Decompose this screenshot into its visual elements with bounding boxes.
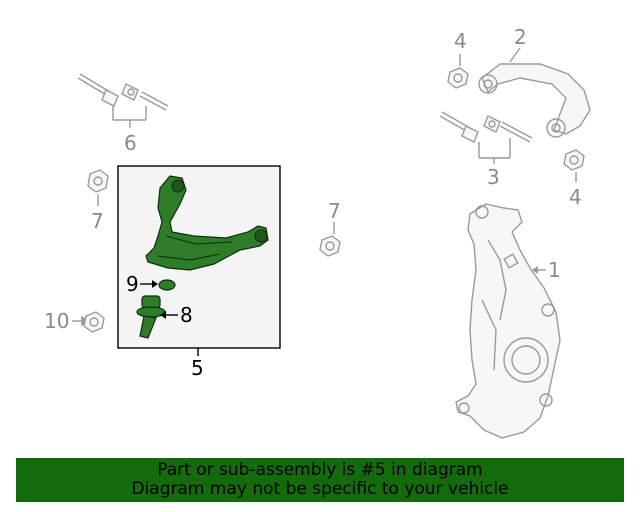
callout-7-mid: 7 bbox=[328, 199, 341, 223]
leader-8 bbox=[160, 311, 178, 319]
callout-2: 2 bbox=[514, 25, 527, 49]
nut-4-right bbox=[563, 149, 585, 182]
banner-line-2: Diagram may not be specific to your vehi… bbox=[131, 479, 509, 499]
upper-arm-2 bbox=[478, 47, 591, 138]
callout-8: 8 bbox=[180, 303, 193, 327]
steering-knuckle-1 bbox=[455, 203, 561, 439]
callout-4-right: 4 bbox=[569, 185, 582, 209]
callout-9: 9 bbox=[126, 272, 139, 296]
bolt-pair-6 bbox=[77, 73, 169, 128]
nut-10 bbox=[72, 311, 105, 333]
callout-4-top: 4 bbox=[454, 29, 467, 53]
bolt-pair-3 bbox=[439, 111, 533, 164]
leader-1 bbox=[532, 266, 546, 274]
info-banner: Part or sub-assembly is #5 in diagram Di… bbox=[16, 458, 624, 502]
upper-control-arm bbox=[145, 175, 269, 271]
callout-6: 6 bbox=[124, 131, 137, 155]
callout-7-left: 7 bbox=[91, 209, 104, 233]
callout-10: 10 bbox=[44, 309, 69, 333]
banner-line-1: Part or sub-assembly is #5 in diagram bbox=[157, 460, 483, 480]
callout-5: 5 bbox=[191, 356, 204, 380]
nut-4-top bbox=[447, 54, 469, 89]
callout-3: 3 bbox=[487, 165, 500, 189]
nut-7-left bbox=[87, 169, 109, 206]
callout-1: 1 bbox=[548, 258, 561, 282]
ball-joint-8 bbox=[136, 295, 166, 339]
seal-9 bbox=[140, 279, 176, 291]
nut-7-mid bbox=[319, 222, 341, 257]
